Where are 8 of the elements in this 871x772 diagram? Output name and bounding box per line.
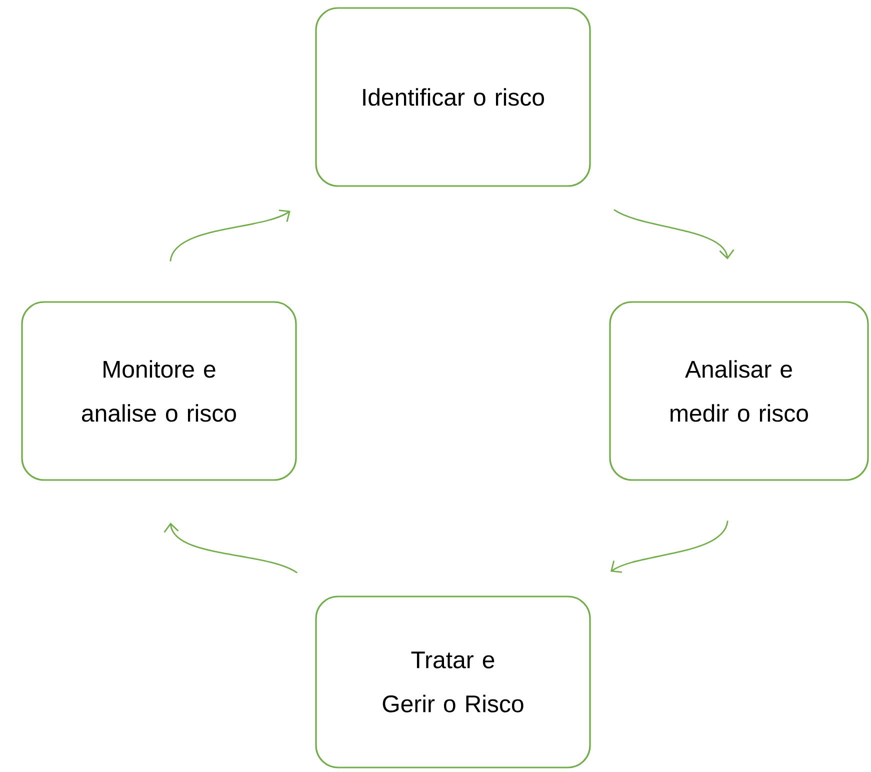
arrow xyxy=(610,520,728,573)
arrow xyxy=(614,209,734,260)
process-box: Analisar e medir o risco xyxy=(609,301,869,481)
process-box: Tratar e Gerir o Risco xyxy=(315,596,591,768)
arrow xyxy=(170,210,290,262)
arrow xyxy=(164,522,298,574)
process-box: Monitore e analise o risco xyxy=(21,301,297,481)
process-box: Identificar o risco xyxy=(315,7,591,187)
